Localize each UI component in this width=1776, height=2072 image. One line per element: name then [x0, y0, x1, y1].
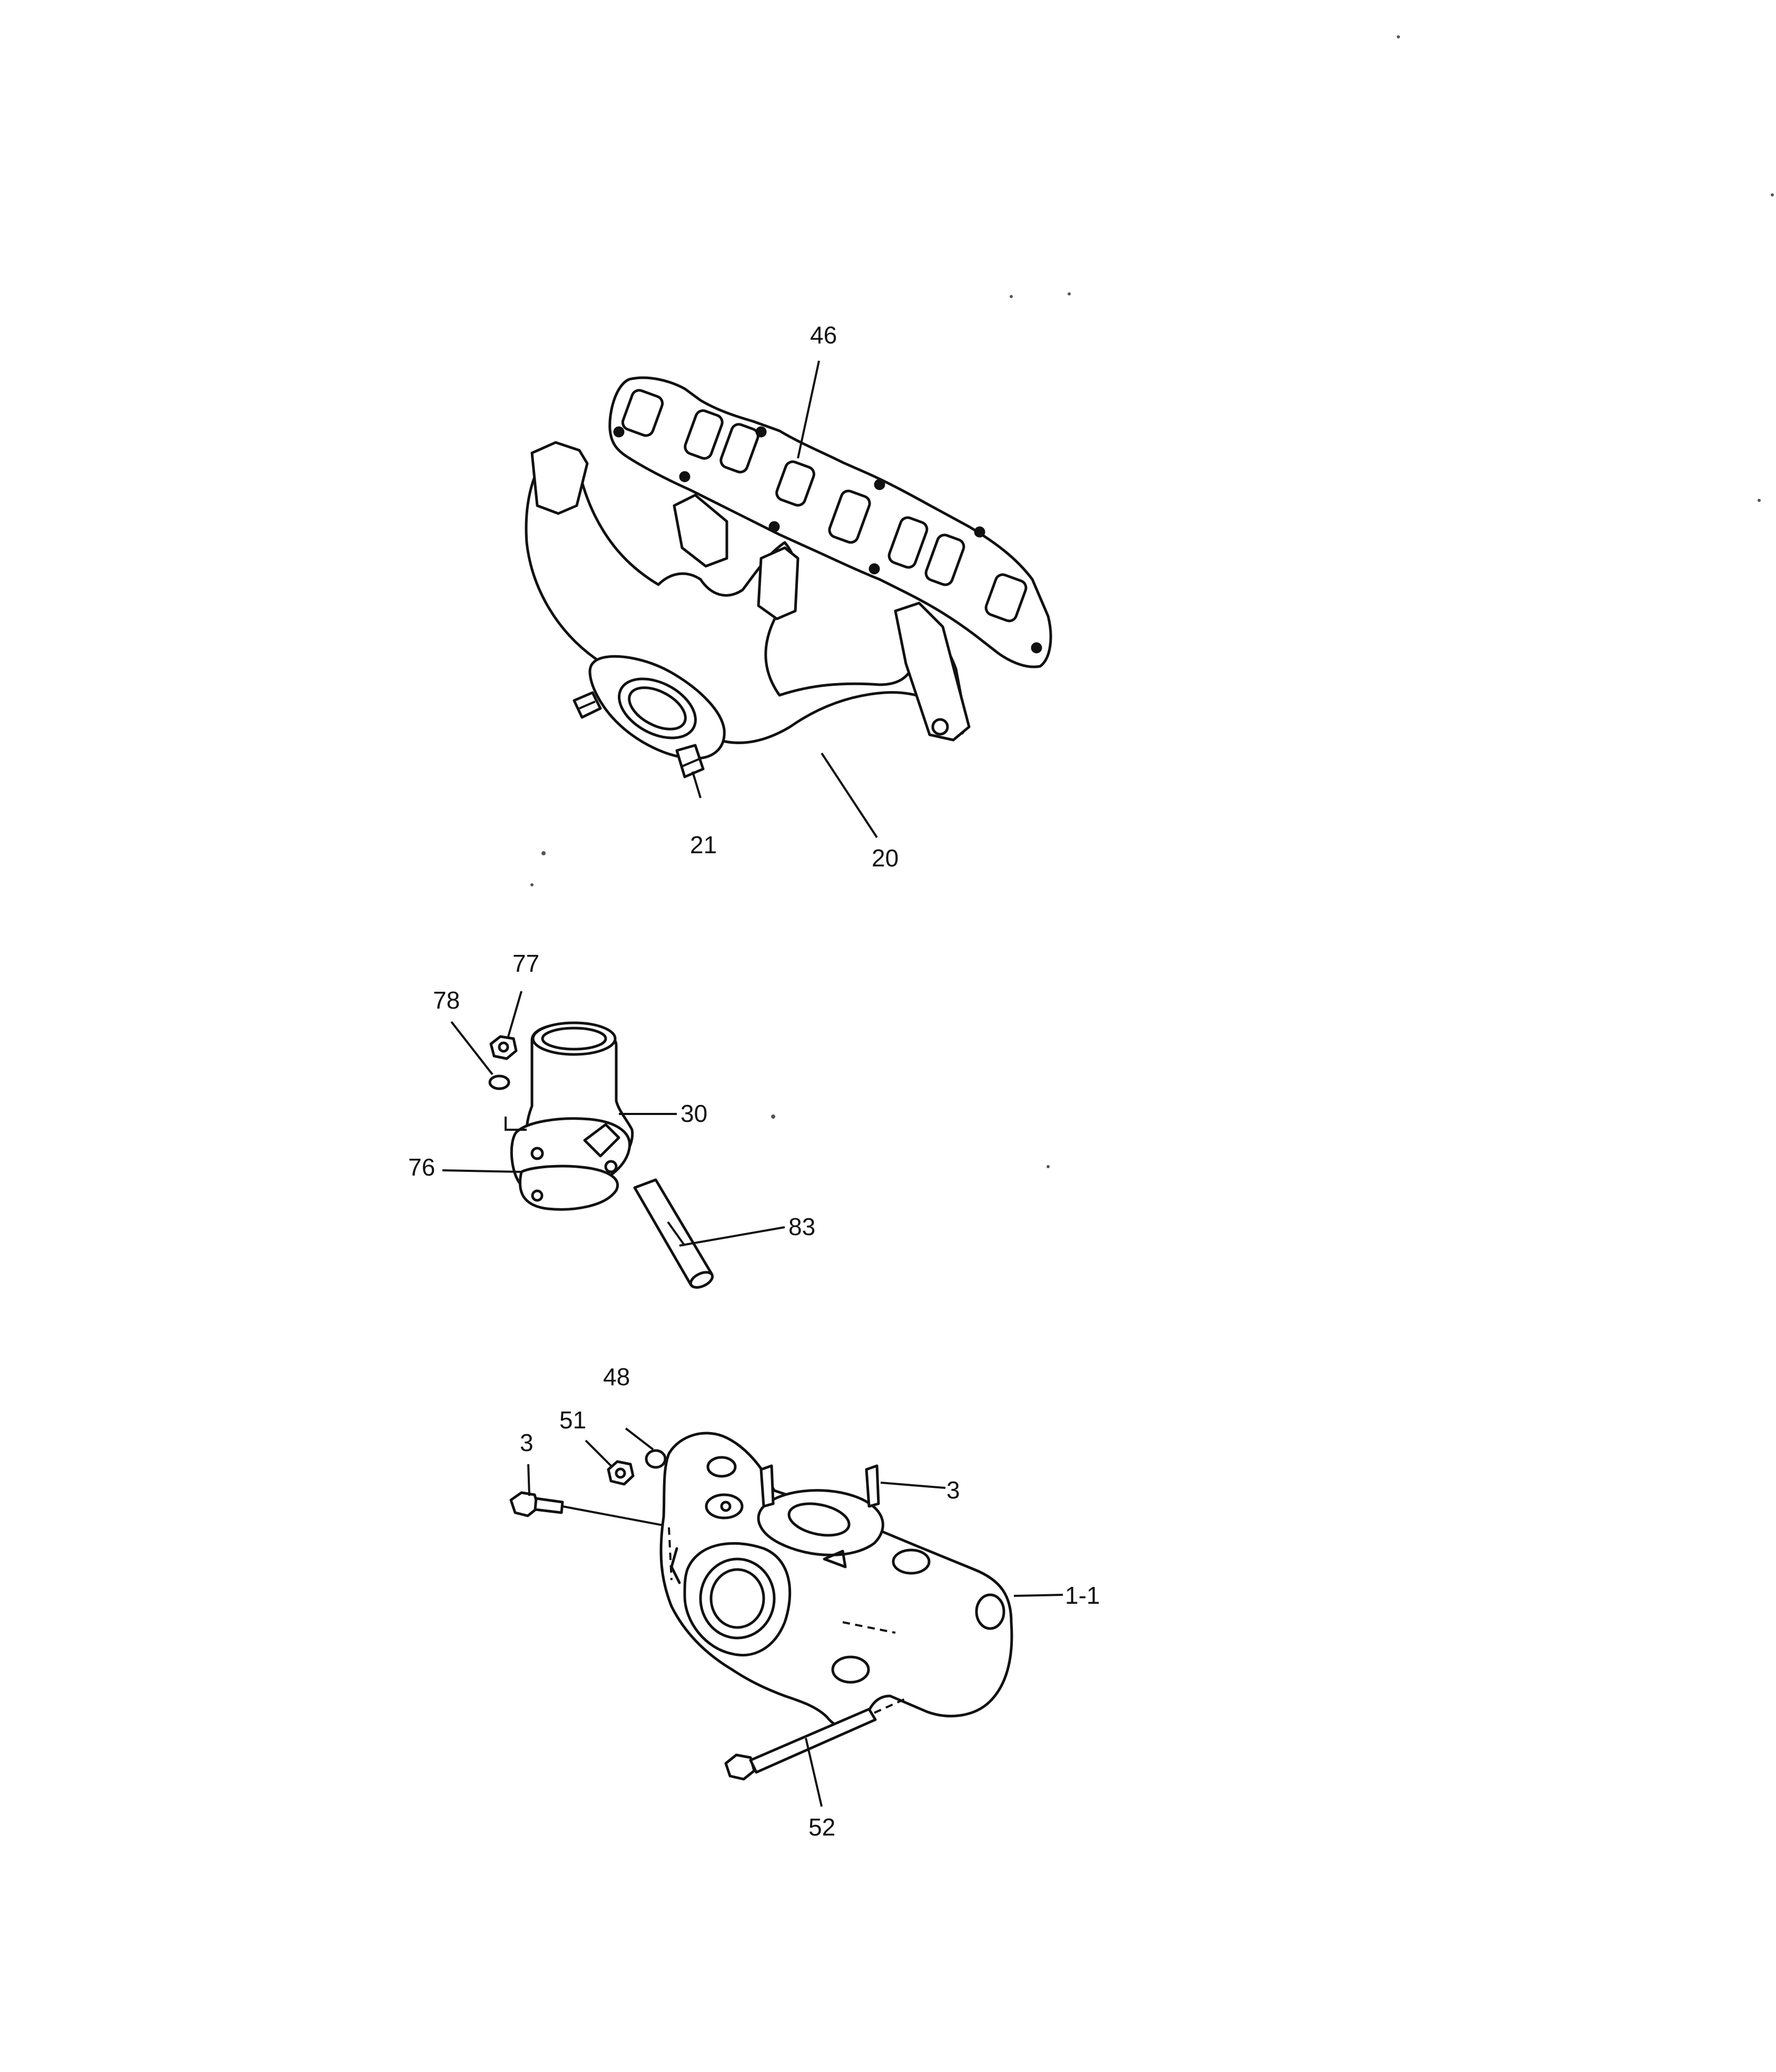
hose — [633, 1178, 714, 1289]
exhaust-manifold-group: 46 21 20 — [525, 321, 1052, 872]
callout-21: 21 — [690, 831, 717, 859]
water-outlet-group: 77 78 30 76 83 — [408, 950, 815, 1289]
callout-3-stud: 3 — [946, 1476, 960, 1504]
nut — [607, 1460, 635, 1486]
callout-20: 20 — [872, 844, 899, 872]
callout-83: 83 — [788, 1213, 815, 1240]
intake-manifold — [659, 1432, 1013, 1730]
callout-78: 78 — [433, 986, 460, 1014]
exhaust-manifold — [525, 441, 971, 778]
washer — [645, 1449, 667, 1469]
manifold-stud — [573, 691, 705, 778]
callout-77: 77 — [512, 950, 539, 977]
intake-manifold-group: 48 51 3 3 1-1 52 — [509, 1363, 1100, 1841]
long-bolt — [724, 1698, 906, 1781]
nut — [489, 1035, 518, 1060]
callout-51: 51 — [559, 1406, 586, 1434]
callout-52: 52 — [808, 1813, 835, 1841]
callout-48: 48 — [603, 1363, 630, 1390]
washer — [488, 1074, 510, 1090]
callout-3-bolt: 3 — [520, 1429, 534, 1456]
manifold-gasket — [608, 376, 1052, 668]
callout-46: 46 — [810, 321, 837, 349]
scan-specks — [530, 35, 1774, 1168]
callout-1-1: 1-1 — [1065, 1582, 1100, 1609]
outlet-gasket — [518, 1165, 619, 1211]
callout-76: 76 — [408, 1153, 435, 1181]
callout-30: 30 — [680, 1100, 707, 1127]
